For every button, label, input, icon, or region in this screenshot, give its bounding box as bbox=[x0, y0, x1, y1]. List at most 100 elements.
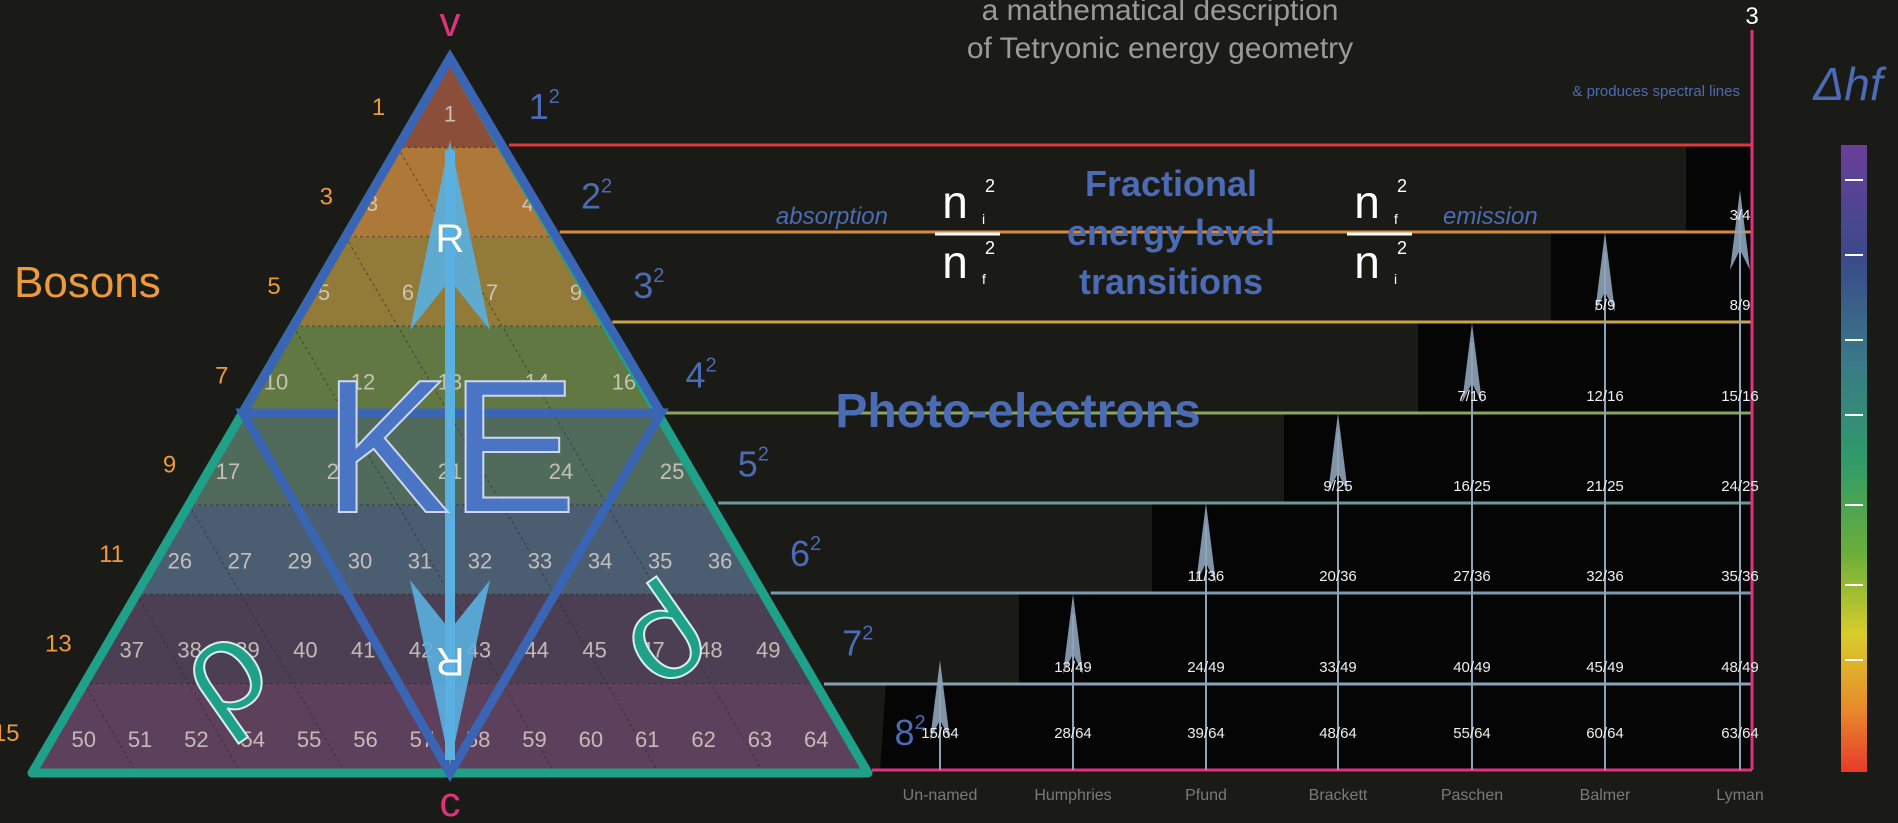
transition-fraction-label: 35/36 bbox=[1721, 568, 1759, 585]
transition-fraction-label: 27/36 bbox=[1453, 568, 1491, 585]
triangle-cell-number: 49 bbox=[756, 638, 780, 663]
svg-text:n: n bbox=[942, 236, 968, 288]
transition-fraction-label: 15/16 bbox=[1721, 388, 1759, 405]
transition-fraction-label: 24/49 bbox=[1187, 659, 1225, 676]
transition-arrowhead bbox=[1196, 503, 1216, 583]
svg-text:n: n bbox=[1354, 176, 1380, 228]
transition-fraction-label: 5/9 bbox=[1595, 297, 1616, 314]
transition-fraction-label: 15/64 bbox=[921, 725, 959, 742]
triangle-cell-number: 1 bbox=[444, 101, 456, 126]
svg-text:2: 2 bbox=[985, 176, 995, 196]
vertex-v-label: v bbox=[440, 0, 461, 45]
square-label: 32 bbox=[633, 265, 664, 306]
triangle-cell-number: 56 bbox=[353, 727, 377, 752]
lattice-line bbox=[188, 504, 346, 773]
series-name-label: Humphries bbox=[1034, 787, 1111, 804]
ke-label: KE bbox=[323, 341, 576, 553]
svg-text:n: n bbox=[1354, 236, 1380, 288]
transition-arrowhead bbox=[1595, 232, 1615, 312]
odd-number-label: 13 bbox=[45, 630, 72, 657]
photo-electrons-label: Photo-electrons bbox=[835, 385, 1200, 438]
triangle-cell-number: 27 bbox=[228, 548, 252, 573]
transition-fraction-label: 63/64 bbox=[1721, 725, 1759, 742]
transition-fraction-label: 48/49 bbox=[1721, 659, 1759, 676]
transition-fraction-label: 48/64 bbox=[1319, 725, 1357, 742]
transition-fraction-label: 11/36 bbox=[1188, 568, 1224, 585]
transition-arrowhead bbox=[1063, 594, 1083, 674]
spectrum-scale-ticks bbox=[1845, 179, 1863, 661]
triangle-cell-number: 33 bbox=[528, 548, 552, 573]
transition-fraction-label: 21/25 bbox=[1586, 478, 1624, 495]
spectral-note: & produces spectral lines bbox=[1572, 83, 1740, 100]
r-down-label: R bbox=[436, 639, 465, 683]
square-label: 72 bbox=[842, 622, 873, 663]
triangle-cell-number: 52 bbox=[184, 727, 208, 752]
svg-text:2: 2 bbox=[1397, 238, 1407, 258]
triangle-cell-number: 60 bbox=[579, 727, 603, 752]
transition-fraction-label: 33/49 bbox=[1319, 659, 1357, 676]
bosons-label: Bosons bbox=[14, 258, 161, 307]
arrow-down bbox=[410, 580, 490, 765]
vertex-c-label: c bbox=[440, 778, 461, 823]
transition-fraction-label: 8/9 bbox=[1730, 297, 1751, 314]
odd-number-label: 3 bbox=[320, 184, 333, 211]
lattice-line bbox=[292, 325, 555, 773]
triangle-cell-number: 32 bbox=[468, 548, 492, 573]
svg-text:i: i bbox=[1394, 271, 1397, 287]
series-name-label: Balmer bbox=[1580, 787, 1631, 804]
series-name-label: Lyman bbox=[1716, 787, 1763, 804]
odd-number-label: 1 bbox=[372, 94, 385, 121]
triangle-cell-number: 54 bbox=[241, 727, 265, 752]
transition-fraction-label: 16/25 bbox=[1453, 478, 1491, 495]
triangle-cell-number: 38 bbox=[177, 638, 201, 663]
square-label: 42 bbox=[685, 354, 716, 395]
triangle-cell-number: 47 bbox=[640, 638, 664, 663]
transition-arrowhead bbox=[1462, 323, 1482, 403]
triangle-cell-number: 37 bbox=[120, 638, 144, 663]
transition-fraction-label: 24/25 bbox=[1721, 478, 1759, 495]
triangle-cell-number: 34 bbox=[588, 548, 612, 573]
spectrum-scale-bar bbox=[1841, 145, 1867, 772]
triangle-cell-number: 50 bbox=[71, 727, 95, 752]
triangle-cell-number: 30 bbox=[348, 548, 372, 573]
absorption-fraction: n 2 i n 2 f bbox=[935, 176, 1000, 288]
odd-number-label: 5 bbox=[267, 273, 280, 300]
svg-text:2: 2 bbox=[985, 238, 995, 258]
emission-fraction: n 2 f n 2 i bbox=[1347, 176, 1412, 288]
triangle-cell-number: 17 bbox=[216, 459, 240, 484]
lattice-line bbox=[83, 683, 137, 773]
transition-fraction-label: 55/64 bbox=[1453, 725, 1491, 742]
heading-line-2: energy level bbox=[1067, 212, 1275, 253]
heading-line-3: transitions bbox=[1079, 261, 1263, 302]
triangle-cell-number: 35 bbox=[648, 548, 672, 573]
triangle-cell-number: 12 bbox=[351, 370, 375, 395]
transition-fraction-label: 32/36 bbox=[1586, 568, 1624, 585]
transition-fraction-label: 9/25 bbox=[1323, 478, 1352, 495]
odd-number-label: 7 bbox=[215, 362, 228, 389]
transition-fraction-label: 28/64 bbox=[1054, 725, 1092, 742]
triangle-cell-number: 40 bbox=[293, 638, 317, 663]
odd-number-column: 13579111315 bbox=[0, 94, 385, 747]
triangle-cell-numbers: 1345679101213141617202124252627293031323… bbox=[71, 101, 828, 752]
triangle-cell-number: 45 bbox=[582, 638, 606, 663]
absorption-label: absorption bbox=[776, 203, 888, 230]
odd-number-label: 15 bbox=[0, 720, 20, 747]
transition-fraction-label: 39/64 bbox=[1187, 725, 1225, 742]
heading-line-1: Fractional bbox=[1085, 163, 1257, 204]
square-label: 82 bbox=[894, 712, 925, 753]
lattice-line bbox=[136, 593, 242, 773]
triangle-cell-number: 29 bbox=[288, 548, 312, 573]
transition-fraction-label: 60/64 bbox=[1586, 725, 1624, 742]
odd-number-label: 11 bbox=[99, 541, 124, 568]
transition-arrowhead bbox=[1730, 190, 1750, 270]
triangle-cell-number: 39 bbox=[235, 638, 259, 663]
series-name-label: Pfund bbox=[1185, 787, 1227, 804]
arrow-up bbox=[410, 140, 490, 330]
transition-fraction-label: 12/16 bbox=[1586, 388, 1624, 405]
upper-triangle-outline bbox=[239, 49, 665, 416]
svg-text:f: f bbox=[1394, 211, 1398, 227]
title-line-2: of Tetryonic energy geometry bbox=[966, 32, 1354, 65]
series-name-label: Un-named bbox=[903, 787, 978, 804]
